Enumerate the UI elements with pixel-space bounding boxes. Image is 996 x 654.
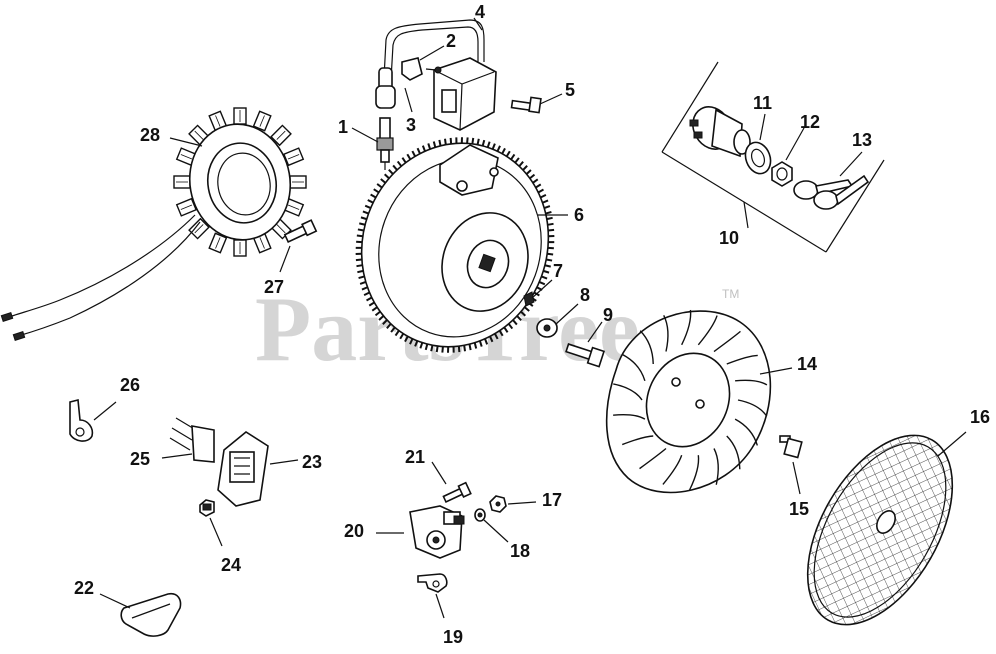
callout-11[interactable]: 11 [753,93,772,113]
callout-1[interactable]: 1 [338,117,348,137]
leader-lines [93,17,967,619]
ignition-switch-part[interactable] [685,100,751,158]
terminal-cover-part[interactable] [120,592,182,637]
callout-14[interactable]: 14 [797,354,817,374]
fan-fins [613,309,768,491]
callout-13[interactable]: 13 [852,130,872,150]
callout-28[interactable]: 28 [140,125,160,145]
callout-25[interactable]: 25 [130,449,150,469]
callout-16[interactable]: 16 [970,407,990,427]
regulator-part[interactable] [217,431,269,507]
watermark-trademark: TM [722,287,739,301]
callout-21[interactable]: 21 [405,447,425,467]
solenoid-part[interactable] [409,505,465,559]
flywheel-teeth [355,137,555,353]
keys-part[interactable] [793,174,870,210]
callout-20[interactable]: 20 [344,521,364,541]
callout-7[interactable]: 7 [553,261,563,281]
flywheel-part[interactable] [333,117,576,374]
spark-plug-part[interactable] [376,117,394,170]
grass-screen-part[interactable] [778,411,982,649]
callout-24[interactable]: 24 [221,555,241,575]
fan-screw-part[interactable] [779,435,803,459]
callout-26[interactable]: 26 [120,375,140,395]
callout-2[interactable]: 2 [446,31,456,51]
callout-6[interactable]: 6 [574,205,584,225]
connector-part[interactable] [169,417,215,463]
callout-9[interactable]: 9 [603,305,613,325]
solenoid-nut-part[interactable] [489,495,507,513]
lock-washer-part[interactable] [741,139,774,177]
switch-nut-part[interactable] [771,161,793,187]
solenoid-screw-part[interactable] [442,481,472,505]
callout-15[interactable]: 15 [789,499,809,519]
callout-12[interactable]: 12 [800,112,820,132]
wire-clip-part[interactable] [401,57,442,81]
callout-5[interactable]: 5 [565,80,575,100]
callout-8[interactable]: 8 [580,285,590,305]
callout-19[interactable]: 19 [443,627,463,647]
callout-10[interactable]: 10 [719,228,739,248]
callout-23[interactable]: 23 [302,452,322,472]
solenoid-clip-part[interactable] [417,573,448,593]
regulator-screw-part[interactable] [199,499,215,517]
callout-18[interactable]: 18 [510,541,530,561]
callout-17[interactable]: 17 [542,490,562,510]
flywheel-washer-part[interactable] [536,318,558,338]
callout-22[interactable]: 22 [74,578,94,598]
flywheel-key-part[interactable] [523,291,535,307]
module-screw-part[interactable] [510,96,542,114]
callout-27[interactable]: 27 [264,277,284,297]
ignition-switch-group [661,61,885,253]
callout-4[interactable]: 4 [475,2,485,22]
callout-3[interactable]: 3 [406,115,416,135]
wire-clip-26-part[interactable] [69,398,94,442]
part-number-labels: 1 2 3 4 5 6 7 8 9 10 11 12 13 14 15 16 1… [74,2,990,647]
stator-screw-part[interactable] [283,219,318,244]
solenoid-washer-part[interactable] [474,508,486,522]
cooling-fan-part[interactable] [605,309,772,494]
ignition-module-part[interactable] [383,19,497,131]
spark-plug-boot-part[interactable] [375,67,396,109]
flywheel-bolt-part[interactable] [565,340,606,368]
